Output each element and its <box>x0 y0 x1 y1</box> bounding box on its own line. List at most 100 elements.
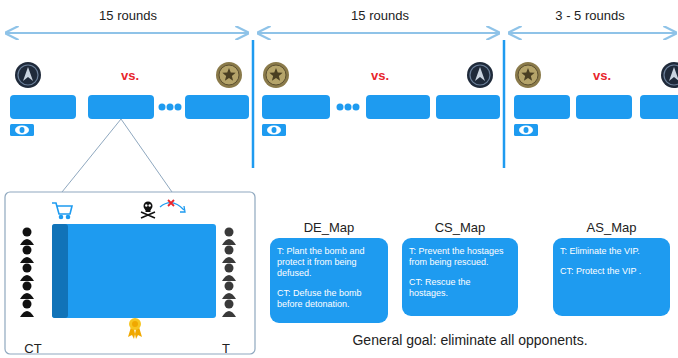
drawing-part <box>222 239 236 245</box>
rounds-label: 15 rounds <box>99 8 157 23</box>
goal-text: CT: Protect the VIP . <box>560 266 663 277</box>
map-goal-box: T: Prevent the hostages from being rescu… <box>402 238 518 316</box>
drawing-part <box>23 282 32 291</box>
drawing-part <box>640 95 678 119</box>
drawing-part <box>129 318 141 330</box>
half-separator <box>503 40 506 168</box>
drawing-part <box>20 257 34 263</box>
drawing-part <box>519 126 533 135</box>
drawing-part <box>661 62 678 88</box>
span-arrow <box>509 32 676 34</box>
drawing-part <box>20 293 34 299</box>
map-name: CS_Map <box>402 220 518 238</box>
player-figure <box>20 228 34 246</box>
zoom-panel <box>5 192 255 354</box>
drawing-part <box>576 95 632 119</box>
drawing-part <box>145 204 147 206</box>
spawn-zone <box>52 224 68 318</box>
map-name: DE_Map <box>270 220 388 238</box>
drawing-part <box>366 95 430 119</box>
player-figure <box>20 282 34 300</box>
drawing-part <box>262 124 286 136</box>
drawing-part <box>222 293 236 299</box>
round-boxes <box>10 95 678 119</box>
player-figure <box>222 228 236 246</box>
drawing-part <box>10 95 76 119</box>
drawing-part <box>267 126 281 135</box>
goal-text: T: Plant the bomb and protect it from be… <box>277 246 381 279</box>
drawing-part <box>345 104 352 111</box>
zoom-lines <box>62 119 172 192</box>
drawing-part <box>225 228 234 237</box>
ellipsis-dots <box>159 104 360 111</box>
map-card: CS_Map T: Prevent the hostages from being… <box>402 220 518 316</box>
goal-text: T: Eliminate the VIP. <box>560 246 663 257</box>
drawing-part <box>185 95 249 119</box>
drawing-part <box>20 275 34 281</box>
drawing-part <box>10 124 538 136</box>
rounds-label: 15 rounds <box>351 8 409 23</box>
player-figure <box>222 246 236 264</box>
drawing-part <box>168 200 174 206</box>
goal-text: CT: Defuse the bomb before detonation. <box>277 288 381 310</box>
ct-logo <box>467 62 493 88</box>
caption: General goal: eliminate all opponents. <box>352 332 587 349</box>
player-figure <box>20 246 34 264</box>
drawing-part <box>518 65 538 85</box>
player-figure <box>222 264 236 282</box>
drawing-part <box>436 95 500 119</box>
ct-logo <box>661 62 678 88</box>
drawing-part <box>222 275 236 281</box>
money-icon <box>262 124 286 136</box>
map-card: AS_Map T: Eliminate the VIP. CT: Protect t… <box>553 220 670 316</box>
goal-text: T: Prevent the hostages from being rescu… <box>409 246 511 268</box>
span-arrow <box>258 32 499 34</box>
span-arrow <box>6 32 248 34</box>
map-area <box>52 224 216 318</box>
drawing-part <box>272 127 277 133</box>
map-card: DE_Map T: Plant the bomb and protect it f… <box>270 220 388 323</box>
drawing-part <box>222 311 236 317</box>
kill-icon <box>141 200 185 218</box>
drawing-part <box>167 104 174 111</box>
drawing-part <box>266 65 286 85</box>
drawing-part <box>521 68 534 81</box>
drawing-part <box>515 62 541 88</box>
ct-logo <box>15 62 41 88</box>
drawing-part <box>514 124 538 136</box>
map-goal-box: T: Plant the bomb and protect it from be… <box>270 238 388 323</box>
drawing-part <box>23 67 33 81</box>
medal-icon <box>128 318 142 339</box>
money-icon <box>10 124 34 136</box>
drawing-part <box>269 68 282 81</box>
drawing-part <box>470 65 490 85</box>
drawing-part <box>175 104 182 111</box>
drawing-part <box>141 212 155 218</box>
drawing-part <box>15 126 29 135</box>
drawing-part <box>222 68 235 81</box>
drawing-part <box>146 209 151 212</box>
drawing-part <box>262 95 330 119</box>
drawing-part <box>467 62 493 88</box>
team-label: T <box>222 341 230 356</box>
drawing-part <box>180 206 185 212</box>
drawing-part <box>216 62 242 88</box>
drawing-part <box>88 95 154 119</box>
drawing-part <box>475 67 485 81</box>
player-figure <box>20 300 34 318</box>
t-logo <box>216 62 242 88</box>
drawing-part <box>23 246 32 255</box>
drawing-part <box>60 216 63 219</box>
t-logo <box>263 62 289 88</box>
map-name: AS_Map <box>553 220 670 238</box>
goal-text: CT: Rescue the hostages. <box>409 277 511 299</box>
drawing-part <box>18 65 38 85</box>
drawing-part <box>225 246 234 255</box>
player-figure <box>222 282 236 300</box>
drawing-part <box>23 264 32 273</box>
drawing-part <box>149 204 151 206</box>
map-goal-box: T: Eliminate the VIP. CT: Protect the VIP… <box>553 238 670 316</box>
versus-label: vs. <box>121 68 139 83</box>
drawing-part <box>669 67 678 81</box>
